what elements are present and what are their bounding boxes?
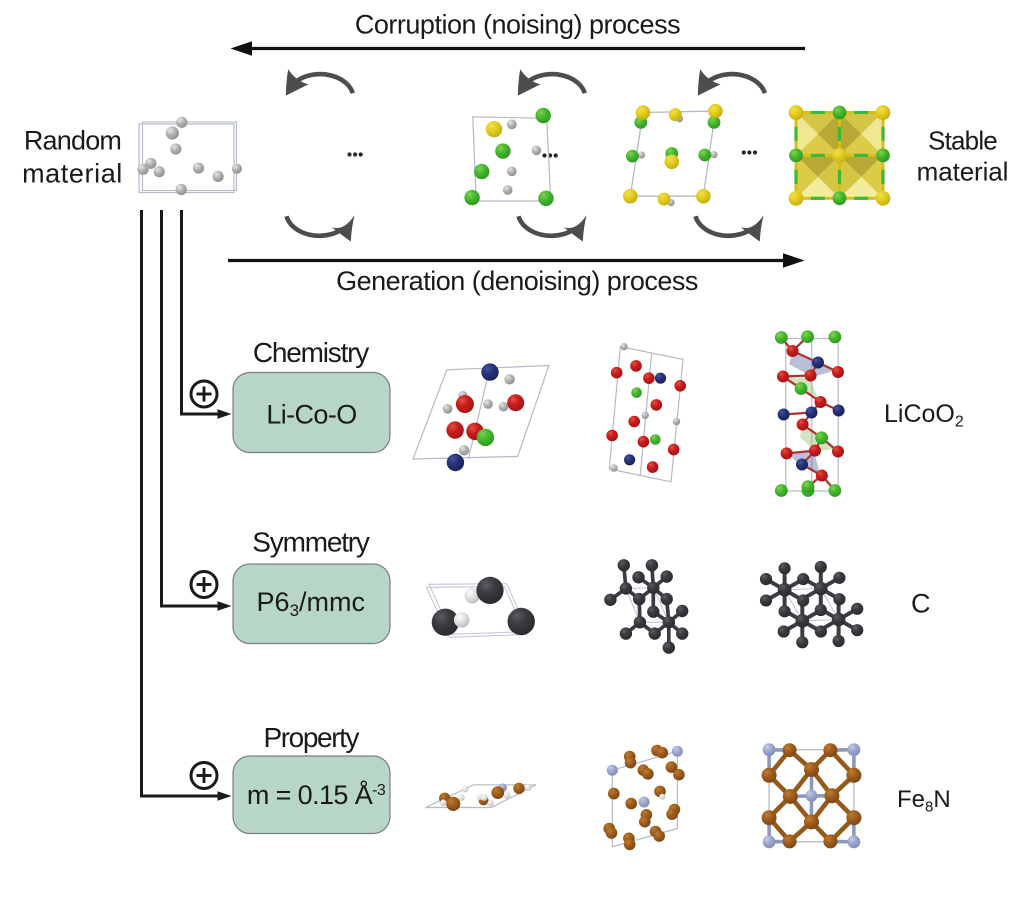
svg-text:LiCoO2: LiCoO2 — [884, 400, 964, 431]
svg-text:material: material — [22, 158, 123, 188]
svg-text:Symmetry: Symmetry — [252, 527, 370, 558]
svg-text:Property: Property — [263, 722, 359, 753]
svg-text:Chemistry: Chemistry — [253, 337, 369, 368]
svg-text:P63/mmc: P63/mmc — [257, 587, 365, 620]
svg-text:Random: Random — [24, 126, 121, 156]
svg-text:Generation (denoising) process: Generation (denoising) process — [336, 266, 698, 296]
svg-text:Stable: Stable — [928, 126, 997, 156]
svg-text:Fe8N: Fe8N — [897, 786, 951, 816]
svg-text:material: material — [917, 156, 1009, 186]
svg-text:Li-Co-O: Li-Co-O — [266, 400, 356, 430]
svg-text:m = 0.15 Å-3: m = 0.15 Å-3 — [247, 779, 386, 810]
svg-text:C: C — [911, 589, 931, 619]
svg-text:Corruption (noising) process: Corruption (noising) process — [355, 10, 680, 40]
